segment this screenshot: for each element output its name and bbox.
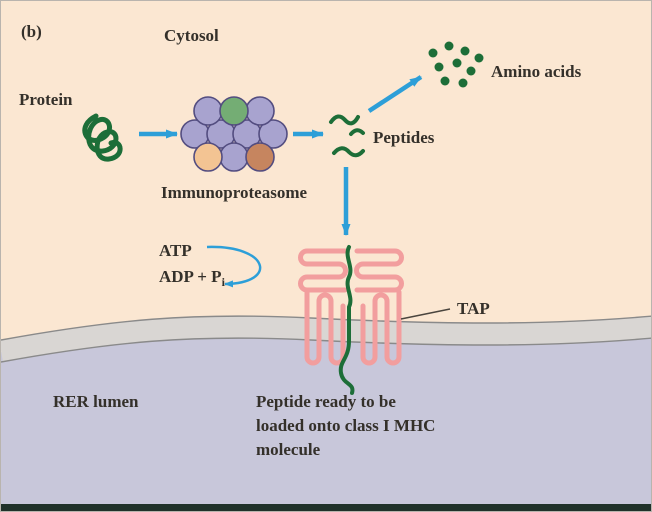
- cytosol-label: Cytosol: [164, 26, 219, 45]
- caption-line-3: molecule: [256, 440, 321, 459]
- arrow-peptides-to-amino-acids: [367, 75, 423, 113]
- immunoproteasome-label: Immunoproteasome: [161, 183, 308, 202]
- adp-label: ADP + Pi: [159, 267, 226, 289]
- tap-label: TAP: [457, 299, 490, 318]
- tap-right-loops: [354, 248, 404, 293]
- caption-line-2: loaded onto class I MHC: [256, 416, 435, 435]
- protein-tangle: [82, 113, 123, 162]
- tap-pointer-line: [400, 308, 451, 320]
- tap-left-loops: [298, 248, 348, 293]
- caption-line-1: Peptide ready to be: [256, 392, 396, 411]
- immunoproteasome-subunit-cluster: [180, 96, 288, 172]
- orange-subunit: [193, 142, 223, 172]
- rer-membrane: [1, 315, 651, 363]
- rer-lumen-label: RER lumen: [53, 392, 139, 411]
- tap-right-transmembrane: [360, 289, 402, 366]
- translocating-peptide: [338, 245, 355, 395]
- brown-subunit: [245, 142, 275, 172]
- figure-bottom-bar: [1, 504, 651, 511]
- protein-label: Protein: [19, 90, 73, 109]
- tap-left-transmembrane: [304, 289, 346, 366]
- peptide-squiggles: [329, 114, 365, 158]
- green-subunit: [219, 96, 249, 126]
- adp-subscript: i: [222, 275, 226, 289]
- atp-label: ATP: [159, 241, 192, 260]
- tap-transporter: [298, 248, 404, 366]
- rer-lumen-region: [1, 328, 651, 511]
- adp-text: ADP + P: [159, 267, 222, 286]
- peptides-label: Peptides: [373, 128, 435, 147]
- amino-acid-dots: [428, 41, 484, 88]
- panel-label: (b): [21, 22, 42, 41]
- arrow-atp-hydrolysis: [206, 245, 262, 288]
- amino-acids-label: Amino acids: [491, 62, 582, 81]
